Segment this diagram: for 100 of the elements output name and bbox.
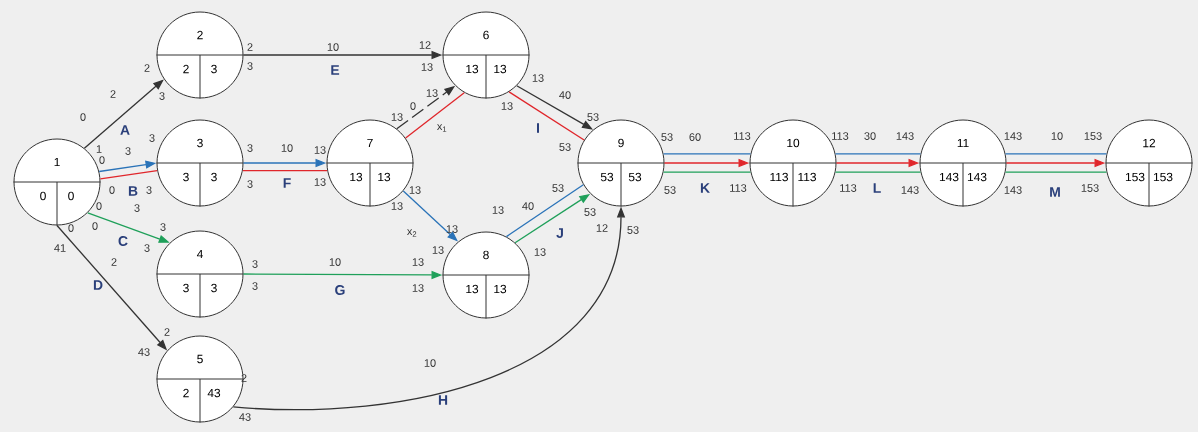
- time-label: 41: [54, 244, 66, 252]
- time-label: 1: [96, 145, 102, 153]
- time-label: 53: [627, 226, 639, 234]
- event-circle: [156, 119, 244, 207]
- activity-label: D: [93, 280, 103, 290]
- event-number: 8: [483, 250, 489, 260]
- activity-label: x$_{2}$: [407, 229, 417, 237]
- earliest-time: 153: [1125, 172, 1145, 182]
- time-label: 0: [109, 186, 115, 194]
- time-label: 13: [412, 284, 424, 292]
- time-label: 13: [409, 186, 421, 194]
- time-label: 40: [559, 91, 571, 99]
- arrow: [402, 190, 458, 242]
- time-label: 143: [1004, 186, 1022, 194]
- time-label: 53: [584, 208, 596, 216]
- earliest-time: 3: [183, 172, 189, 182]
- activity-label: B: [128, 186, 138, 196]
- latest-time: 113: [798, 172, 816, 182]
- time-label: 13: [391, 202, 403, 210]
- time-label: 10: [424, 359, 436, 367]
- arrow: [516, 85, 593, 130]
- time-label: 0: [80, 113, 86, 121]
- time-label: 0: [68, 224, 74, 232]
- event-number: 2: [197, 30, 203, 40]
- time-label: 12: [596, 224, 608, 232]
- time-label: 53: [661, 133, 673, 141]
- activity-label: G: [335, 285, 345, 295]
- latest-time: 43: [207, 388, 221, 398]
- activity-label: H: [438, 395, 448, 405]
- time-label: 3: [144, 244, 150, 252]
- time-label: 13: [492, 206, 504, 214]
- time-label: 2: [241, 374, 247, 382]
- time-label: 3: [247, 180, 253, 188]
- event-number: 11: [957, 138, 969, 148]
- time-label: 0: [99, 156, 105, 164]
- latest-time: 13: [378, 172, 391, 182]
- time-label: 3: [247, 62, 253, 70]
- time-label: 53: [552, 184, 564, 192]
- activity-label: x$_{1}$: [437, 124, 447, 132]
- time-label: 143: [1004, 132, 1022, 140]
- latest-time: 3: [211, 172, 217, 182]
- event-circle: [156, 11, 244, 99]
- time-label: 13: [314, 146, 326, 154]
- latest-time: 143: [967, 172, 987, 182]
- activity-label: C: [118, 236, 128, 246]
- time-label: 53: [559, 143, 571, 151]
- activity-label: I: [537, 123, 539, 133]
- activity-label: K: [700, 183, 710, 193]
- activity-label: A: [120, 125, 130, 135]
- time-label: 10: [281, 144, 293, 152]
- activity-label: J: [556, 228, 563, 238]
- latest-time: 53: [628, 172, 642, 182]
- event-circle: [442, 11, 530, 99]
- event-number: 3: [197, 138, 203, 148]
- time-label: 10: [1051, 132, 1063, 140]
- time-label: 10: [327, 43, 339, 51]
- time-label: 0: [96, 202, 102, 210]
- latest-time: 153: [1153, 172, 1173, 182]
- arrow: [83, 79, 164, 149]
- time-label: 2: [164, 328, 170, 336]
- time-label: 3: [252, 260, 258, 268]
- time-label: 113: [734, 132, 751, 140]
- earliest-time: 0: [40, 191, 46, 201]
- latest-time: 0: [68, 191, 74, 201]
- time-label: 13: [391, 113, 403, 121]
- time-label: 53: [664, 186, 676, 194]
- event-number: 10: [787, 138, 800, 148]
- latest-time: 3: [211, 283, 217, 293]
- time-label: 2: [247, 43, 253, 51]
- earliest-time: 53: [600, 172, 614, 182]
- earliest-time: 13: [466, 284, 479, 294]
- time-label: 3: [125, 147, 131, 155]
- time-label: 3: [252, 282, 258, 290]
- event-number: 6: [483, 30, 489, 40]
- event-number: 5: [197, 354, 203, 364]
- time-label: 113: [832, 132, 849, 140]
- event-number: 12: [1143, 138, 1156, 148]
- time-label: 13: [501, 102, 513, 110]
- activity-label: F: [283, 178, 291, 188]
- time-label: 13: [446, 225, 458, 233]
- time-label: 53: [587, 113, 599, 121]
- time-label: 3: [159, 92, 165, 100]
- activity-label: M: [1050, 187, 1060, 197]
- event-number: 9: [618, 138, 624, 148]
- latest-time: 13: [494, 64, 507, 74]
- time-label: 43: [239, 413, 251, 421]
- time-label: 13: [432, 246, 444, 254]
- event-circle: [1105, 119, 1193, 207]
- time-label: 3: [160, 223, 166, 231]
- latest-time: 13: [494, 284, 507, 294]
- time-label: 13: [421, 63, 433, 71]
- time-label: 13: [314, 178, 326, 186]
- earliest-time: 3: [183, 283, 189, 293]
- time-label: 43: [138, 348, 150, 356]
- time-label: 3: [134, 204, 140, 212]
- event-number: 4: [196, 249, 203, 259]
- earliest-time: 113: [770, 172, 788, 182]
- time-label: 0: [410, 102, 416, 110]
- time-label: 0: [92, 222, 98, 230]
- earliest-time: 13: [350, 172, 363, 182]
